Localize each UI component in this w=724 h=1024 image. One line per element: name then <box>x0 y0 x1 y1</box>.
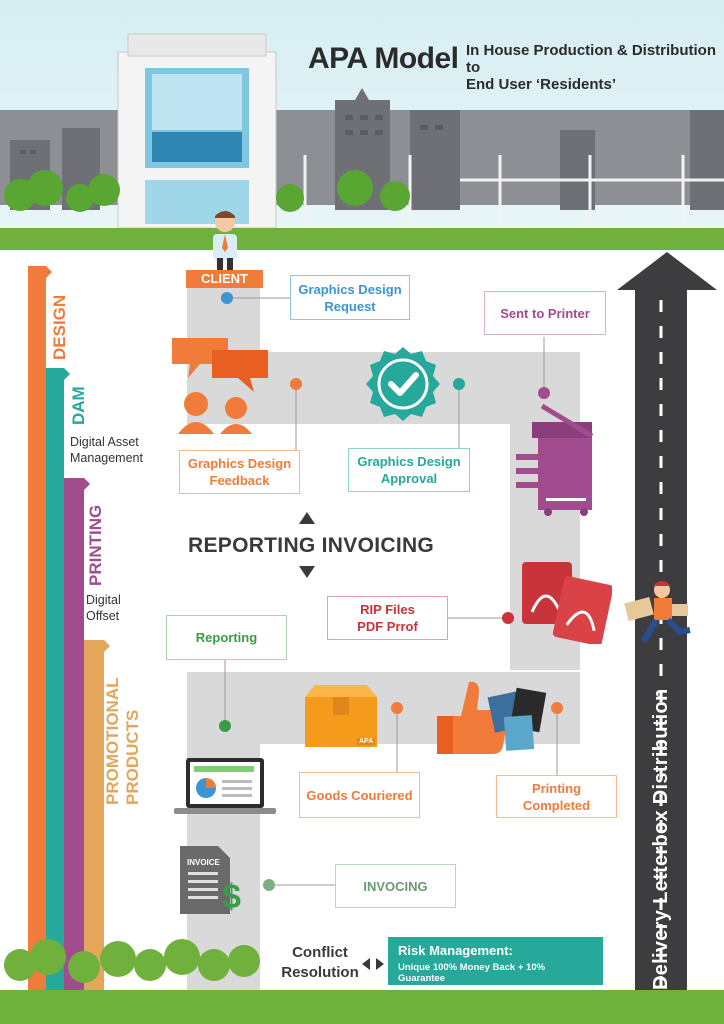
risk-description: Unique 100% Money Back + 10% Guarantee <box>398 962 546 984</box>
step-dot-couriered <box>391 702 403 714</box>
step-dot-feedback <box>290 378 302 390</box>
conflict-resolution-label: Conflict Resolution <box>280 943 360 983</box>
page-subtitle: In House Production & Distribution to En… <box>466 42 716 93</box>
delivery-man-icon <box>624 581 691 643</box>
city-skyline <box>4 33 724 229</box>
step-dot-approval <box>453 378 465 390</box>
rip-files-line-2: PDF Prrof <box>357 619 418 634</box>
delivery-label: Delivery Letterbox Distribution <box>650 688 672 990</box>
card-rip-files: RIP Files PDF Prrof <box>327 596 448 640</box>
card-invocing: INVOCING <box>335 864 456 908</box>
reporting-invoicing-heading: REPORTING INVOICING <box>188 534 435 557</box>
dam-desc-line-1: Digital Asset <box>70 435 139 449</box>
promo-line-1: PROMOTIONAL <box>103 677 122 806</box>
dam-desc-line-2: Management <box>70 451 143 465</box>
card-printing-completed: Printing Completed <box>496 775 617 818</box>
up-down-arrows-icon <box>299 512 315 578</box>
card-goods-couriered: Goods Couriered <box>299 772 420 818</box>
svg-text:$: $ <box>222 878 241 916</box>
delivery-road-arrow <box>617 252 717 1000</box>
subtitle-line-2: End User ‘Residents’ <box>466 76 617 93</box>
bottom-grass <box>0 990 724 1024</box>
invoice-icon-text: INVOICE <box>187 858 220 867</box>
box-brand-text: APA <box>357 738 376 745</box>
step-dot-printer <box>538 387 550 399</box>
approval-badge-icon <box>366 347 440 421</box>
invoice-icon: $ <box>180 846 241 916</box>
card-reporting: Reporting <box>166 615 287 660</box>
risk-management-box: Risk Management: Unique 100% Money Back … <box>388 937 603 985</box>
client-person-icon <box>213 211 237 270</box>
label-promotional-products: PROMOTIONAL PRODUCTS <box>103 678 143 806</box>
client-label: CLIENT <box>186 270 263 288</box>
printing-desc-line-1: Digital <box>86 593 121 607</box>
step-dot-request <box>221 292 233 304</box>
dam-description: Digital Asset Management <box>70 434 143 466</box>
bottom-trees <box>4 939 260 983</box>
step-dot-completed <box>551 702 563 714</box>
laptop-report-icon <box>174 758 276 814</box>
printing-desc-line-2: Offset <box>86 609 120 623</box>
conflict-line-2: Resolution <box>281 964 359 981</box>
subtitle-line-1: In House Production & Distribution to <box>466 42 716 76</box>
card-graphics-approval: Graphics Design Approval <box>348 448 470 492</box>
card-graphics-feedback: Graphics Design Feedback <box>179 450 300 494</box>
left-right-arrows-icon <box>362 958 384 970</box>
label-design: DESIGN <box>50 294 69 360</box>
card-sent-to-printer: Sent to Printer <box>484 291 606 335</box>
rip-files-line-1: RIP Files <box>360 602 415 617</box>
risk-title: Risk Management: <box>398 943 513 958</box>
step-dot-reporting <box>219 720 231 732</box>
conflict-line-1: Conflict <box>292 944 348 961</box>
feedback-people-icon <box>172 338 268 434</box>
grass-strip <box>0 228 724 250</box>
page-title: APA Model <box>308 42 459 75</box>
label-printing: PRINTING <box>86 504 105 586</box>
promo-line-2: PRODUCTS <box>123 709 142 805</box>
step-dot-invocing <box>263 879 275 891</box>
pdf-files-icon <box>522 562 612 644</box>
printing-description: Digital Offset <box>86 592 121 624</box>
card-graphics-request: Graphics Design Request <box>290 275 410 320</box>
printer-icon <box>516 403 594 516</box>
category-bars <box>28 266 110 1000</box>
thumbs-up-icon <box>437 681 547 754</box>
step-dot-rip <box>502 612 514 624</box>
courier-box-icon <box>305 685 377 747</box>
label-dam: DAM <box>69 386 88 425</box>
